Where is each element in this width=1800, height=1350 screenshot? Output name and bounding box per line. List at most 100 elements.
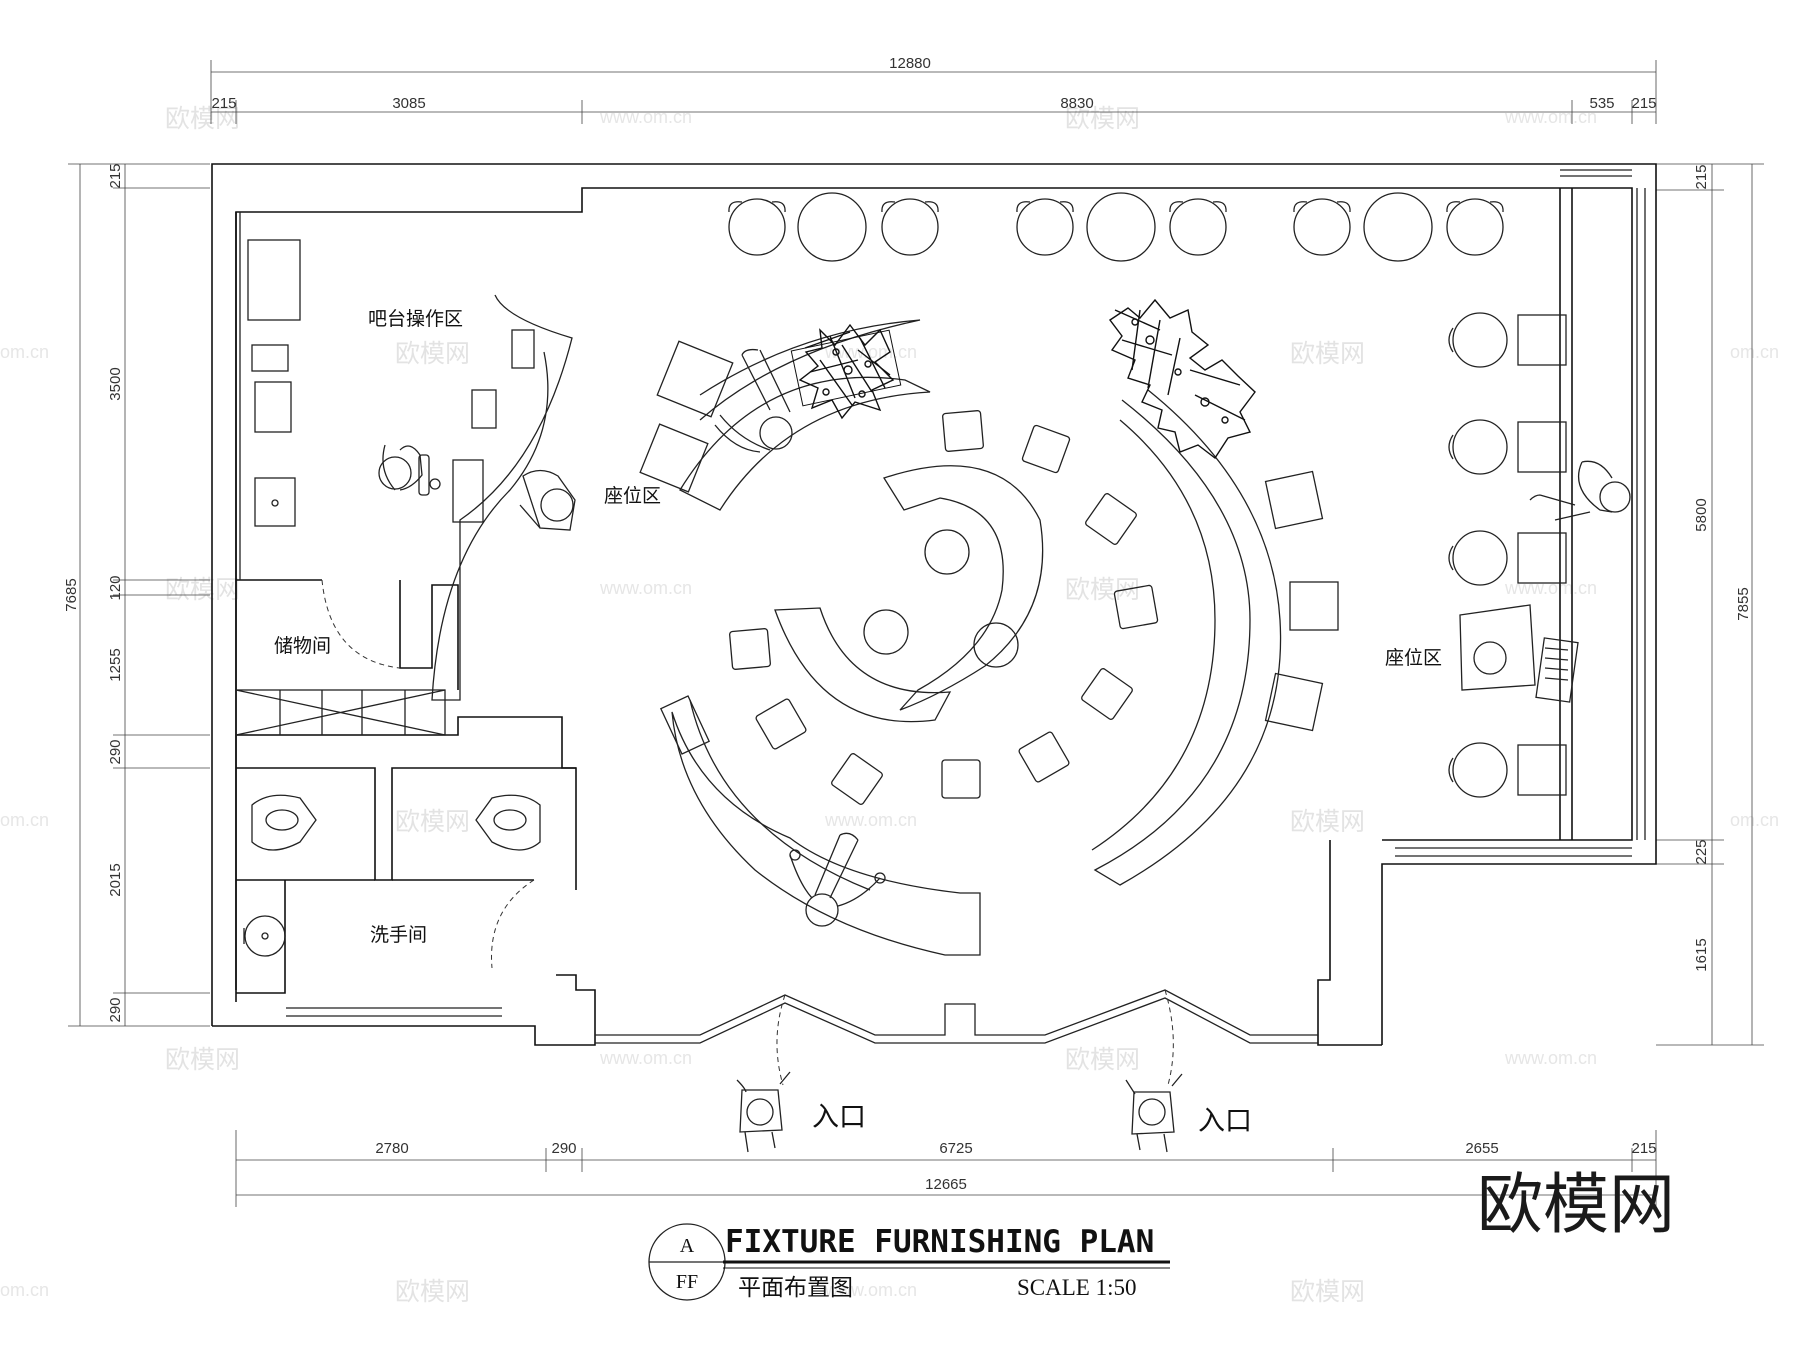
dim-bot-6725: 6725	[939, 1140, 972, 1157]
dim-left-120: 120	[107, 575, 124, 600]
label-seating-center: 座位区	[604, 485, 661, 507]
watermark-brand: 欧模网	[395, 1277, 470, 1306]
watermark-brand: 欧模网	[165, 104, 240, 133]
watermark-site: www.om.cn	[1504, 1048, 1597, 1068]
plant-left	[790, 323, 902, 420]
watermark-site: www.om.cn	[599, 1048, 692, 1068]
round-table	[797, 192, 867, 262]
chair	[1448, 312, 1508, 368]
chair	[1446, 198, 1504, 256]
watermark-brand: 欧模网	[395, 807, 470, 836]
label-entrance-right: 入口	[1198, 1106, 1252, 1137]
person-figure	[714, 348, 793, 453]
chair	[881, 198, 939, 256]
watermark-site: www.om.cn	[1504, 107, 1597, 127]
dim-right-total: 7855	[1735, 587, 1752, 620]
square-table	[1517, 532, 1567, 584]
walls	[211, 163, 1657, 1046]
chair	[1448, 419, 1508, 475]
dim-left-290: 290	[107, 739, 124, 764]
plan-scale: SCALE 1:50	[1017, 1275, 1136, 1300]
plant-right	[1108, 298, 1256, 460]
watermark-brand: 欧模网	[165, 1045, 240, 1074]
dimensions-bottom: 2780 290 6725 2655 215 12665	[235, 1130, 1657, 1207]
person-figure	[1529, 460, 1631, 521]
watermark-site: www.om.cn	[824, 342, 917, 362]
dim-left-290b: 290	[107, 997, 124, 1022]
round-table	[1363, 192, 1433, 262]
watermark-site: om.cn	[0, 810, 49, 830]
label-entrance-left: 入口	[812, 1102, 866, 1133]
watermark-brand: 欧模网	[395, 339, 470, 368]
dim-right-5800: 5800	[1693, 498, 1710, 531]
chair	[728, 198, 786, 256]
chair	[1448, 742, 1508, 798]
watermark-site: www.om.cn	[599, 578, 692, 598]
dim-right-225: 225	[1693, 839, 1710, 864]
right-seating	[1448, 312, 1631, 798]
room-labels: 吧台操作区 座位区 座位区 储物间 洗手间 入口 入口	[274, 308, 1442, 1137]
entrance-person-right	[1125, 1073, 1183, 1153]
chair	[1169, 198, 1227, 256]
dim-top-8830: 8830	[1060, 95, 1093, 112]
watermark-site: om.cn	[1730, 810, 1779, 830]
watermark-brand: 欧模网	[1290, 339, 1365, 368]
dim-top-3085: 3085	[392, 95, 425, 112]
restroom-fixtures	[243, 794, 541, 957]
square-table	[1517, 744, 1567, 796]
dimensions-left: 7685 215 3500 120 1255 290 2015 290	[63, 163, 210, 1027]
watermark-site: om.cn	[0, 1280, 49, 1300]
dim-bot-215: 215	[1631, 1140, 1656, 1157]
top-seating	[728, 192, 1504, 262]
watermark-brand: 欧模网	[1290, 1277, 1365, 1306]
person-figure	[1459, 604, 1579, 703]
watermark-layer: 欧模网 www.om.cn 欧模网 www.om.cn om.cn 欧模网 ww…	[0, 104, 1779, 1306]
dimensions-top: 12880 215 3085 8830 535 215	[210, 55, 1657, 124]
dim-top-215: 215	[211, 95, 236, 112]
watermark-brand: 欧模网	[1065, 1045, 1140, 1074]
title-block: A FF FIXTURE FURNISHING PLAN 平面布置图 SCALE…	[648, 1223, 1170, 1301]
entrance-person-left	[736, 1071, 791, 1153]
dimensions-right: 215 5800 225 1615 7855	[1656, 163, 1764, 1046]
dim-top-total: 12880	[889, 55, 931, 72]
badge-top: A	[680, 1235, 695, 1257]
dim-right-1615: 1615	[1693, 938, 1710, 971]
watermark-brand: 欧模网	[1290, 807, 1365, 836]
watermark-site: www.om.cn	[599, 107, 692, 127]
label-storage: 储物间	[274, 635, 331, 657]
dim-right-215: 215	[1693, 164, 1710, 189]
chair	[1016, 198, 1074, 256]
plan-subtitle: 平面布置图	[738, 1275, 853, 1301]
doors	[321, 579, 1174, 1086]
dim-top-215b: 215	[1631, 95, 1656, 112]
square-table	[1517, 314, 1567, 366]
label-seating-right: 座位区	[1385, 647, 1442, 669]
label-restroom: 洗手间	[370, 924, 427, 946]
dim-bot-2780: 2780	[375, 1140, 408, 1157]
watermark-brand: 欧模网	[1065, 104, 1140, 133]
dim-bot-290: 290	[551, 1140, 576, 1157]
watermark-site: www.om.cn	[824, 1280, 917, 1300]
person-figure	[519, 469, 576, 531]
watermark-site: om.cn	[1730, 342, 1779, 362]
dim-bot-2655: 2655	[1465, 1140, 1498, 1157]
brand-logo: 欧模网	[1477, 1166, 1675, 1243]
person-figure	[789, 832, 886, 927]
watermark-site: om.cn	[0, 342, 49, 362]
toilet-icon	[251, 794, 317, 851]
dim-left-3500: 3500	[107, 367, 124, 400]
watermark-site: www.om.cn	[824, 810, 917, 830]
label-bar-area: 吧台操作区	[368, 308, 463, 330]
sink-icon	[243, 915, 286, 957]
watermark-brand: 欧模网	[165, 575, 240, 604]
dim-top-535: 535	[1589, 95, 1614, 112]
person-figure	[378, 444, 441, 496]
plan-title: FIXTURE FURNISHING PLAN	[725, 1224, 1154, 1260]
toilet-icon	[475, 794, 541, 851]
center-seating	[378, 298, 1339, 956]
round-table	[1086, 192, 1156, 262]
dim-bot-total: 12665	[925, 1176, 967, 1193]
bar-counter	[235, 212, 573, 736]
dim-left-total: 7685	[63, 578, 80, 611]
